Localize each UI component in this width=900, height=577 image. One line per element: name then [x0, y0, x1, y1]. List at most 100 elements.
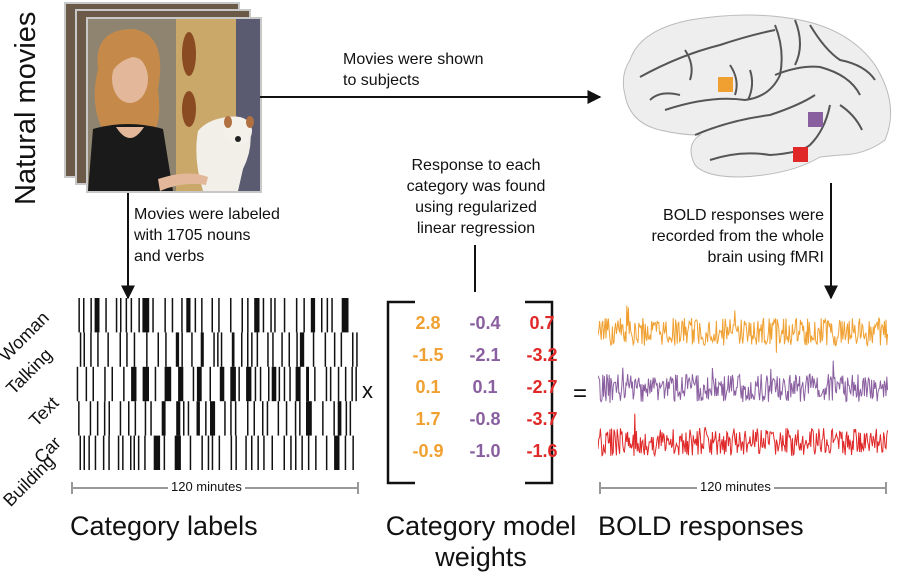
label-bar-car [349, 401, 352, 436]
label-bar-talking [324, 332, 327, 367]
label-bar-woman [247, 298, 249, 333]
label-bar-woman [115, 298, 118, 333]
equals-operator: = [573, 380, 588, 407]
label-bar-talking [247, 332, 249, 367]
label-bar-woman [303, 298, 305, 333]
weight-matrix-brackets [386, 300, 554, 485]
label-bar-car [285, 401, 288, 436]
weight-value: 0.1 [472, 377, 498, 397]
label-bar-text [238, 366, 240, 402]
label-bar-car [247, 401, 249, 436]
weight-value: -2.7 [526, 377, 558, 397]
weight-value: -3.7 [526, 409, 558, 429]
label-bar-woman [241, 298, 243, 333]
label-bar-woman [142, 298, 150, 333]
section-title-weights-line-1: Category model [385, 511, 577, 541]
label-bar-woman [270, 298, 272, 333]
label-bar-building [257, 435, 259, 470]
label-bar-building [94, 435, 97, 470]
label-bar-car [134, 401, 137, 436]
label-bar-building [263, 435, 265, 470]
annotation-shown: Movies were shown to subjects [343, 49, 484, 91]
label-bar-text [230, 366, 236, 402]
label-bar-talking [157, 332, 159, 367]
label-bar-building [153, 435, 161, 470]
label-bar-building [290, 435, 292, 470]
section-title-labels: Category labels [70, 511, 258, 541]
annotation-regression-line-2: category was found [406, 178, 546, 195]
label-bar-talking [90, 332, 92, 367]
label-bar-car [337, 401, 342, 436]
label-bar-text [329, 366, 332, 402]
label-bar-building [137, 435, 140, 470]
label-bar-talking [181, 332, 183, 367]
label-bar-talking [231, 332, 235, 367]
label-bar-building [163, 435, 166, 470]
label-bar-talking [272, 332, 274, 367]
label-bar-text [92, 366, 94, 402]
weight-value: -0.8 [469, 409, 501, 429]
label-bar-building [102, 435, 105, 470]
label-bar-woman [310, 298, 316, 333]
label-bar-car [266, 401, 269, 436]
label-bar-woman [164, 298, 166, 333]
label-bar-woman [130, 298, 133, 333]
red-trace [598, 413, 889, 458]
label-bar-woman [138, 298, 140, 333]
label-bar-building [79, 435, 81, 470]
label-bar-text [337, 366, 340, 402]
orange-voxel-marker [718, 77, 733, 92]
annotation-labeled-line-2: with 1705 nouns [134, 227, 251, 244]
label-bar-building [174, 435, 181, 470]
purple-voxel-marker [808, 112, 823, 127]
label-bar-talking [83, 332, 85, 367]
label-bar-car [224, 401, 226, 436]
label-bar-woman [83, 298, 85, 333]
annotation-regression-line-4: linear regression [416, 220, 536, 237]
label-bar-car [150, 401, 152, 436]
label-bar-woman [125, 298, 128, 333]
weight-value: -3.2 [526, 345, 558, 365]
label-bar-woman [152, 298, 154, 333]
brain-illustration [622, 14, 892, 178]
annotation-bold-line-3: brain using fMRI [707, 249, 825, 266]
annotation-regression-line-3: using regularized [415, 199, 537, 216]
label-bar-talking [191, 332, 193, 367]
label-bar-text [123, 366, 125, 402]
label-bar-text [355, 366, 357, 402]
label-bar-text [306, 366, 309, 402]
label-bar-text [283, 366, 286, 402]
annotation-shown-line-2: to subjects [343, 72, 420, 89]
label-bar-talking [281, 332, 283, 367]
label-bar-talking [296, 332, 298, 367]
label-bar-building [245, 435, 247, 470]
annotation-regression-line-1: Response to each [411, 157, 541, 174]
label-bar-woman [90, 298, 92, 333]
weight-value: -2.1 [469, 345, 501, 365]
label-bar-car [345, 401, 348, 436]
label-bar-woman [254, 298, 260, 333]
label-bar-building [218, 435, 221, 470]
label-bar-text [219, 366, 225, 402]
label-bar-woman [194, 298, 197, 333]
label-bar-text [254, 366, 257, 402]
label-bar-car [108, 401, 110, 436]
annotation-shown-line-1: Movies were shown [343, 51, 484, 68]
label-bar-talking [126, 332, 128, 367]
movie-frame-front [86, 17, 262, 193]
weight-value: 0.1 [415, 377, 441, 397]
label-bar-building [130, 435, 132, 470]
label-bar-talking [119, 332, 121, 367]
annotation-labeled: Movies were labeled with 1705 nouns and … [134, 204, 280, 267]
annotation-bold: BOLD responses were recorded from the wh… [600, 205, 824, 268]
red-voxel-marker [793, 147, 808, 162]
label-bar-car [183, 401, 185, 436]
label-bar-talking [213, 332, 215, 367]
bold-time-scale-label: 120 minutes [697, 479, 774, 494]
label-bar-text [178, 366, 184, 402]
label-bar-building [352, 435, 354, 470]
label-bar-talking [267, 332, 269, 367]
label-bar-car [78, 401, 80, 436]
label-bar-text [325, 366, 328, 402]
label-bar-woman [186, 298, 191, 333]
